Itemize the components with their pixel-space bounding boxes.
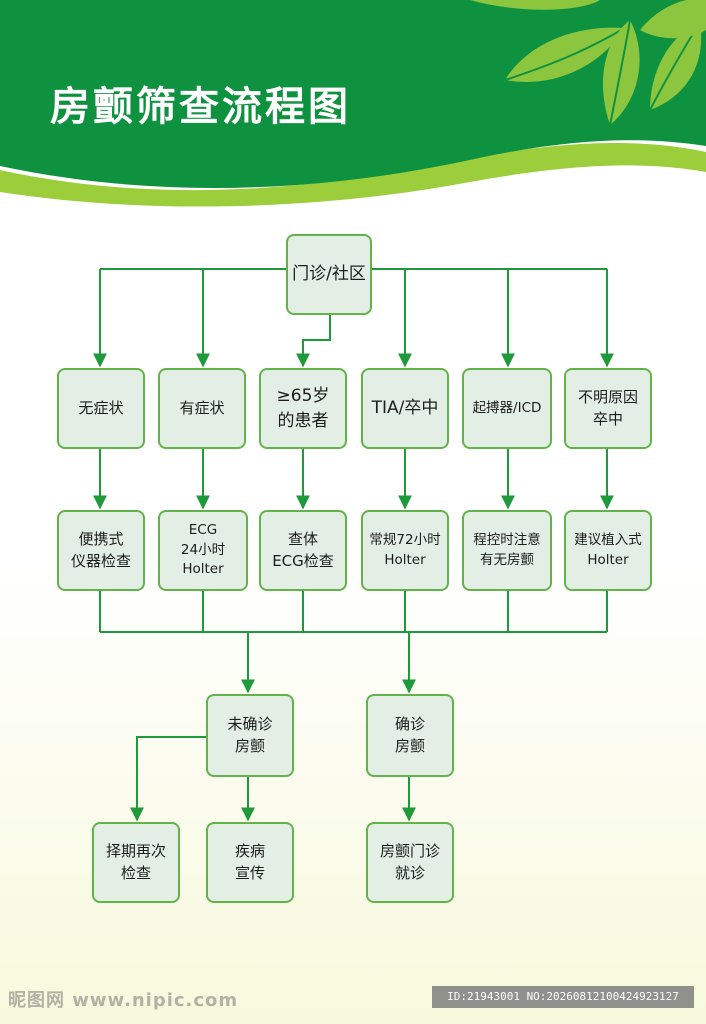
watermark-id: ID:21943001 NO:20260812100424923127: [432, 986, 694, 1008]
node-exam-physical-ecg: 查体 ECG检查: [259, 510, 347, 591]
node-cat-pacemaker-icd: 起搏器/ICD: [462, 368, 552, 449]
node-exam-implantable: 建议植入式 Holter: [564, 510, 652, 591]
node-af-clinic: 房颤门诊 就诊: [366, 822, 454, 903]
node-cat-symptomatic: 有症状: [158, 368, 246, 449]
node-unconfirmed-af: 未确诊 房颤: [206, 694, 294, 777]
node-recheck: 择期再次 检查: [92, 822, 180, 903]
node-exam-portable: 便携式 仪器检查: [57, 510, 145, 591]
node-education: 疾病 宣传: [206, 822, 294, 903]
node-confirmed-af: 确诊 房颤: [366, 694, 454, 777]
node-cat-asymptomatic: 无症状: [57, 368, 145, 449]
node-cat-unknown-stroke: 不明原因 卒中: [564, 368, 652, 449]
node-exam-ecg-24h: ECG 24小时Holter: [158, 510, 248, 591]
node-exam-holter-72h: 常规72小时 Holter: [361, 510, 449, 591]
header-banner: [0, 0, 706, 207]
node-entry: 门诊/社区: [286, 234, 372, 315]
header-green-band: [0, 0, 706, 189]
page-title: 房颤筛查流程图: [50, 84, 351, 130]
connector-exam-drops: [99, 591, 608, 632]
watermark-left: 昵图网 www.nipic.com: [8, 990, 239, 1011]
node-exam-programming: 程控时注意 有无房颤: [462, 510, 552, 591]
arrow-unconfirmed-recheck: [130, 736, 208, 822]
node-cat-age65: ≥65岁 的患者: [259, 368, 347, 449]
arrow-entry-cat3: [296, 314, 331, 368]
node-cat-tia-stroke: TIA/卒中: [361, 368, 449, 449]
leaf-icon: [470, 0, 706, 126]
header-light-wave: [0, 142, 706, 207]
